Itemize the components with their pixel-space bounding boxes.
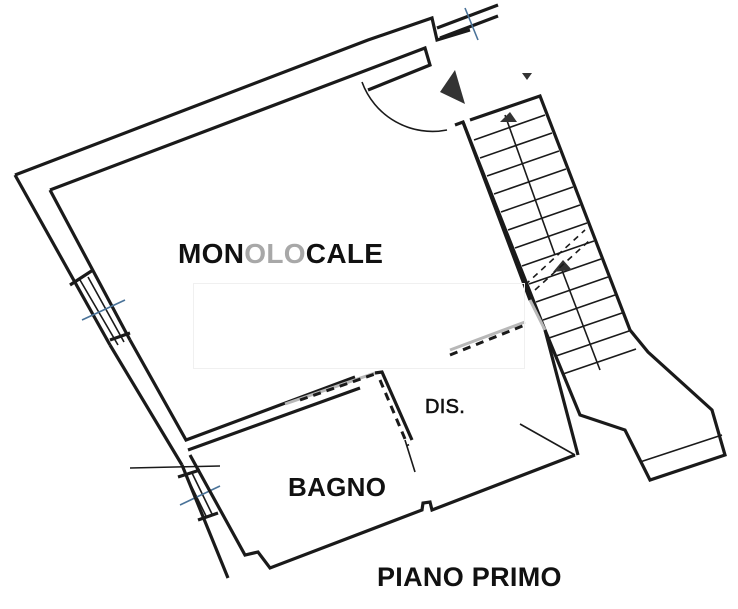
direction-marker-icon [522,73,532,80]
room-label-monolocale: MONOLOCALE [178,238,384,269]
direction-arrow-icon [440,70,465,104]
room-label-disimpegno: DIS. [425,396,466,419]
watermark-box [193,283,525,369]
floor-title: PIANO PRIMO [377,562,562,592]
staircase [454,93,727,482]
interior-walls [284,320,576,473]
room-label-bagno: BAGNO [288,472,387,502]
entry-door [361,70,532,133]
